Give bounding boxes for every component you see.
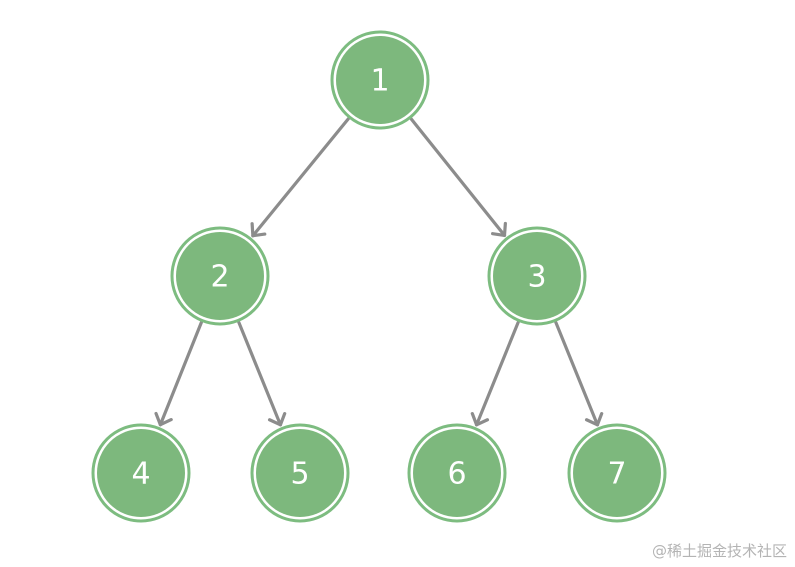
edge-3-6: [470, 320, 520, 427]
node-label: 7: [607, 457, 626, 492]
edge-1-2: [250, 117, 350, 238]
node-circle: [493, 232, 581, 320]
node-circle: [256, 429, 344, 517]
edge-line: [554, 320, 600, 427]
node-label: 5: [290, 457, 309, 492]
tree-node-2: 2: [170, 226, 270, 326]
edge-line: [158, 320, 203, 427]
node-circle: [336, 36, 424, 124]
tree-node-7: 7: [567, 423, 667, 523]
edge-2-4: [154, 320, 203, 427]
arrowhead: [267, 412, 287, 427]
watermark: @稀土掘金技术社区: [651, 542, 787, 560]
arrowhead: [491, 221, 507, 238]
tree-node-1: 1: [330, 30, 430, 130]
node-circle: [413, 429, 501, 517]
node-label: 2: [210, 260, 229, 295]
tree-node-3: 3: [487, 226, 587, 326]
arrowhead: [584, 412, 604, 427]
arrowhead: [470, 412, 490, 427]
edge-line: [409, 117, 507, 238]
node-circle: [176, 232, 264, 320]
edge-2-5: [237, 320, 287, 427]
edge-1-3: [409, 117, 507, 238]
tree-node-5: 5: [250, 423, 350, 523]
node-label: 4: [131, 457, 150, 492]
edge-3-7: [554, 320, 604, 427]
edge-line: [237, 320, 283, 427]
node-label: 6: [447, 457, 466, 492]
tree-node-6: 6: [407, 423, 507, 523]
node-circle: [97, 429, 185, 517]
edge-line: [474, 320, 520, 427]
nodes-layer: 1 2 3 4 5 6 7: [91, 30, 667, 523]
arrowhead: [250, 222, 267, 238]
tree-node-4: 4: [91, 423, 191, 523]
node-label: 1: [370, 64, 389, 99]
node-circle: [573, 429, 661, 517]
edge-line: [251, 117, 350, 238]
edges-layer: [154, 117, 604, 427]
arrowhead: [154, 411, 173, 427]
node-label: 3: [527, 260, 546, 295]
